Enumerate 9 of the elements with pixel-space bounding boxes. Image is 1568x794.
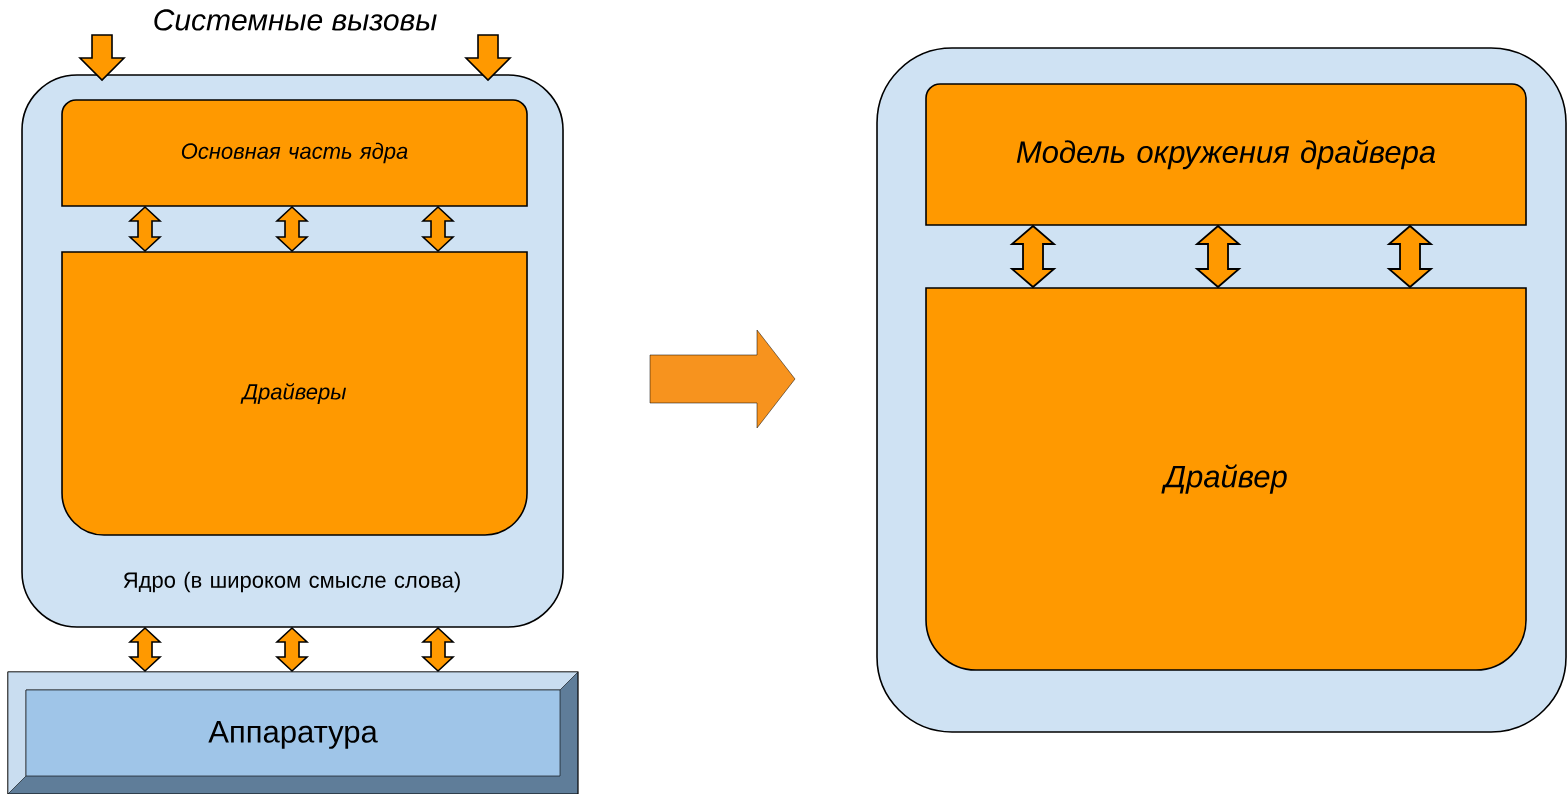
title: Системные вызовы <box>154 9 437 31</box>
drivers-box: Драйверы <box>61 251 528 536</box>
block-arrow <box>649 329 796 429</box>
block-arrow <box>464 34 512 82</box>
driver-box: Драйвер <box>925 287 1527 671</box>
kernel-core-box: Основная часть ядра <box>61 99 528 207</box>
hardware-box: Аппаратура <box>7 671 579 794</box>
block-arrow <box>78 34 126 82</box>
environment-box: Модель окружения драйвера <box>925 83 1527 226</box>
